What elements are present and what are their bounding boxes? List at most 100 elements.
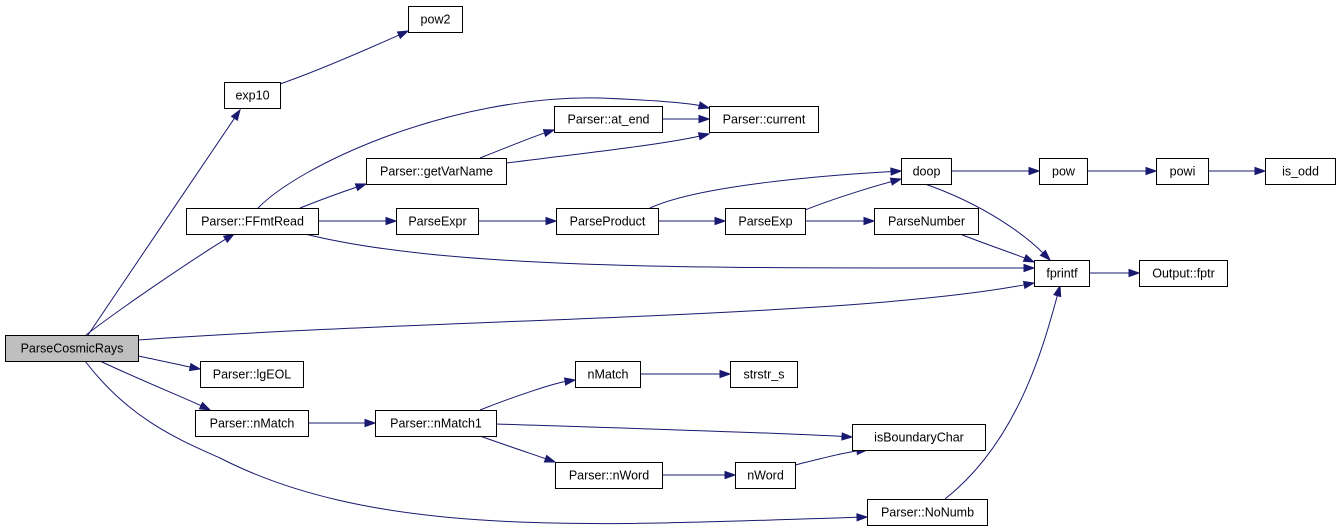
edge-ParseCosmicRays-to-NoNumb [84, 360, 869, 525]
edge-exp10-to-pow2 [279, 30, 410, 85]
edge-ParserNMatch1-to-nMatch [479, 377, 577, 411]
node-label: Output::fptr [1152, 267, 1215, 281]
node-box [200, 361, 304, 388]
node-label: nMatch [588, 368, 629, 382]
arrowhead-icon [1022, 254, 1036, 263]
arrowhead-icon [385, 216, 398, 226]
node-box [867, 499, 988, 526]
node-box [195, 410, 309, 437]
node-box [874, 208, 979, 235]
arrowhead-icon [1145, 166, 1158, 176]
edge-ParseCosmicRays-to-fprintf [137, 280, 1036, 341]
node-box [186, 208, 319, 235]
arrowhead-icon [543, 454, 557, 463]
arrowhead-icon [354, 183, 368, 192]
edge-line [87, 117, 236, 336]
arrowhead-icon [1039, 249, 1052, 262]
edge-at_end-to-current [661, 114, 711, 124]
edge-nMatch-to-strstr_s [639, 369, 732, 379]
edge-line [137, 284, 1026, 341]
node-isboundarychar[interactable]: isBoundaryChar [852, 424, 986, 451]
edge-line [944, 294, 1059, 500]
edge-line [304, 233, 1026, 269]
arrowhead-icon [841, 432, 854, 441]
edges-layer [84, 30, 1267, 525]
edge-doop-to-pow [950, 166, 1041, 176]
node-parsernword[interactable]: Parser::nWord [555, 462, 663, 489]
node-fptr[interactable]: Output::fptr [1139, 260, 1228, 287]
node-label: ParseExpr [408, 215, 466, 229]
node-label: fprintf [1046, 267, 1078, 281]
node-getvarname[interactable]: Parser::getVarName [366, 158, 507, 185]
node-is_odd[interactable]: is_odd [1265, 158, 1336, 185]
node-label: nWord [747, 469, 784, 483]
node-box [1139, 260, 1228, 287]
edge-getVarName-to-at_end [479, 129, 556, 159]
arrowhead-icon [1022, 280, 1036, 290]
edge-line [279, 34, 400, 85]
node-lgeol[interactable]: Parser::lgEOL [200, 361, 304, 388]
node-pow[interactable]: pow [1039, 158, 1088, 185]
edge-line [85, 238, 227, 336]
node-parsernmatch[interactable]: Parser::nMatch [195, 410, 309, 437]
node-label: isBoundaryChar [874, 431, 964, 445]
edge-ParserNMatch-to-ParserNMatch1 [308, 418, 377, 428]
node-label: ParseProduct [570, 215, 646, 229]
edge-line [804, 180, 893, 211]
node-parseexpr[interactable]: ParseExpr [396, 208, 479, 235]
edge-FFmtRead-to-current [257, 97, 711, 209]
edge-line [479, 132, 546, 159]
node-exp10[interactable]: exp10 [224, 82, 281, 109]
arrowhead-icon [863, 216, 876, 226]
edge-line [959, 233, 1026, 259]
edge-line [505, 135, 701, 164]
node-box [5, 335, 139, 362]
node-label: pow2 [421, 13, 451, 27]
nodes-layer: ParseCosmicRays exp10 pow2Parser::FFmtRead… [5, 6, 1336, 526]
node-label: doop [913, 165, 941, 179]
node-doop[interactable]: doop [901, 158, 952, 185]
arrowhead-icon [714, 216, 727, 226]
edge-FFmtRead-to-getVarName [299, 183, 368, 209]
node-parsenumber[interactable]: ParseNumber [874, 208, 979, 235]
node-nmatch[interactable]: nMatch [575, 361, 641, 388]
edge-ParseCosmicRays-to-exp10 [87, 108, 241, 336]
edge-ParseExp-to-ParseNumber [805, 216, 876, 226]
node-box [555, 462, 663, 489]
node-box [554, 106, 663, 133]
node-pow2[interactable]: pow2 [408, 6, 463, 33]
node-label: ParseExp [738, 215, 792, 229]
node-strstr_s[interactable]: strstr_s [730, 361, 798, 388]
node-at_end[interactable]: Parser::at_end [554, 106, 663, 133]
node-nonumb[interactable]: Parser::NoNumb [867, 499, 988, 526]
node-fprintf[interactable]: fprintf [1034, 260, 1090, 287]
node-box [366, 158, 507, 185]
node-parsecosmicrays[interactable]: ParseCosmicRays [5, 335, 139, 362]
node-parsernmatch1[interactable]: Parser::nMatch1 [375, 410, 497, 437]
node-ffmtread[interactable]: Parser::FFmtRead [186, 208, 319, 235]
node-parseproduct[interactable]: ParseProduct [556, 208, 659, 235]
node-powi[interactable]: powi [1156, 158, 1209, 185]
edge-line [479, 435, 547, 460]
node-current[interactable]: Parser::current [709, 106, 819, 133]
node-nword[interactable]: nWord [735, 462, 796, 489]
node-parseexp[interactable]: ParseExp [725, 208, 806, 235]
arrowhead-icon [230, 108, 241, 122]
edge-ParserNMatch1-to-ParserNWord [479, 435, 557, 463]
edge-ParseNumber-to-fprintf [959, 233, 1036, 263]
arrowhead-icon [1053, 284, 1062, 298]
edge-line [299, 186, 358, 209]
edge-line [99, 360, 203, 407]
edge-FFmtRead-to-ParseExpr [318, 216, 398, 226]
node-box [1039, 158, 1088, 185]
edge-pow-to-powi [1086, 166, 1158, 176]
edge-ParseCosmicRays-to-ParserNMatch [99, 360, 212, 411]
arrowhead-icon [697, 132, 711, 141]
node-box [408, 6, 463, 33]
node-label: Parser::lgEOL [213, 368, 292, 382]
edge-line [495, 423, 844, 438]
arrowhead-icon [1028, 166, 1041, 176]
edge-doop-to-fprintf [924, 183, 1052, 262]
arrowhead-icon [856, 513, 869, 522]
edge-ParseProduct-to-ParseExp [658, 216, 727, 226]
